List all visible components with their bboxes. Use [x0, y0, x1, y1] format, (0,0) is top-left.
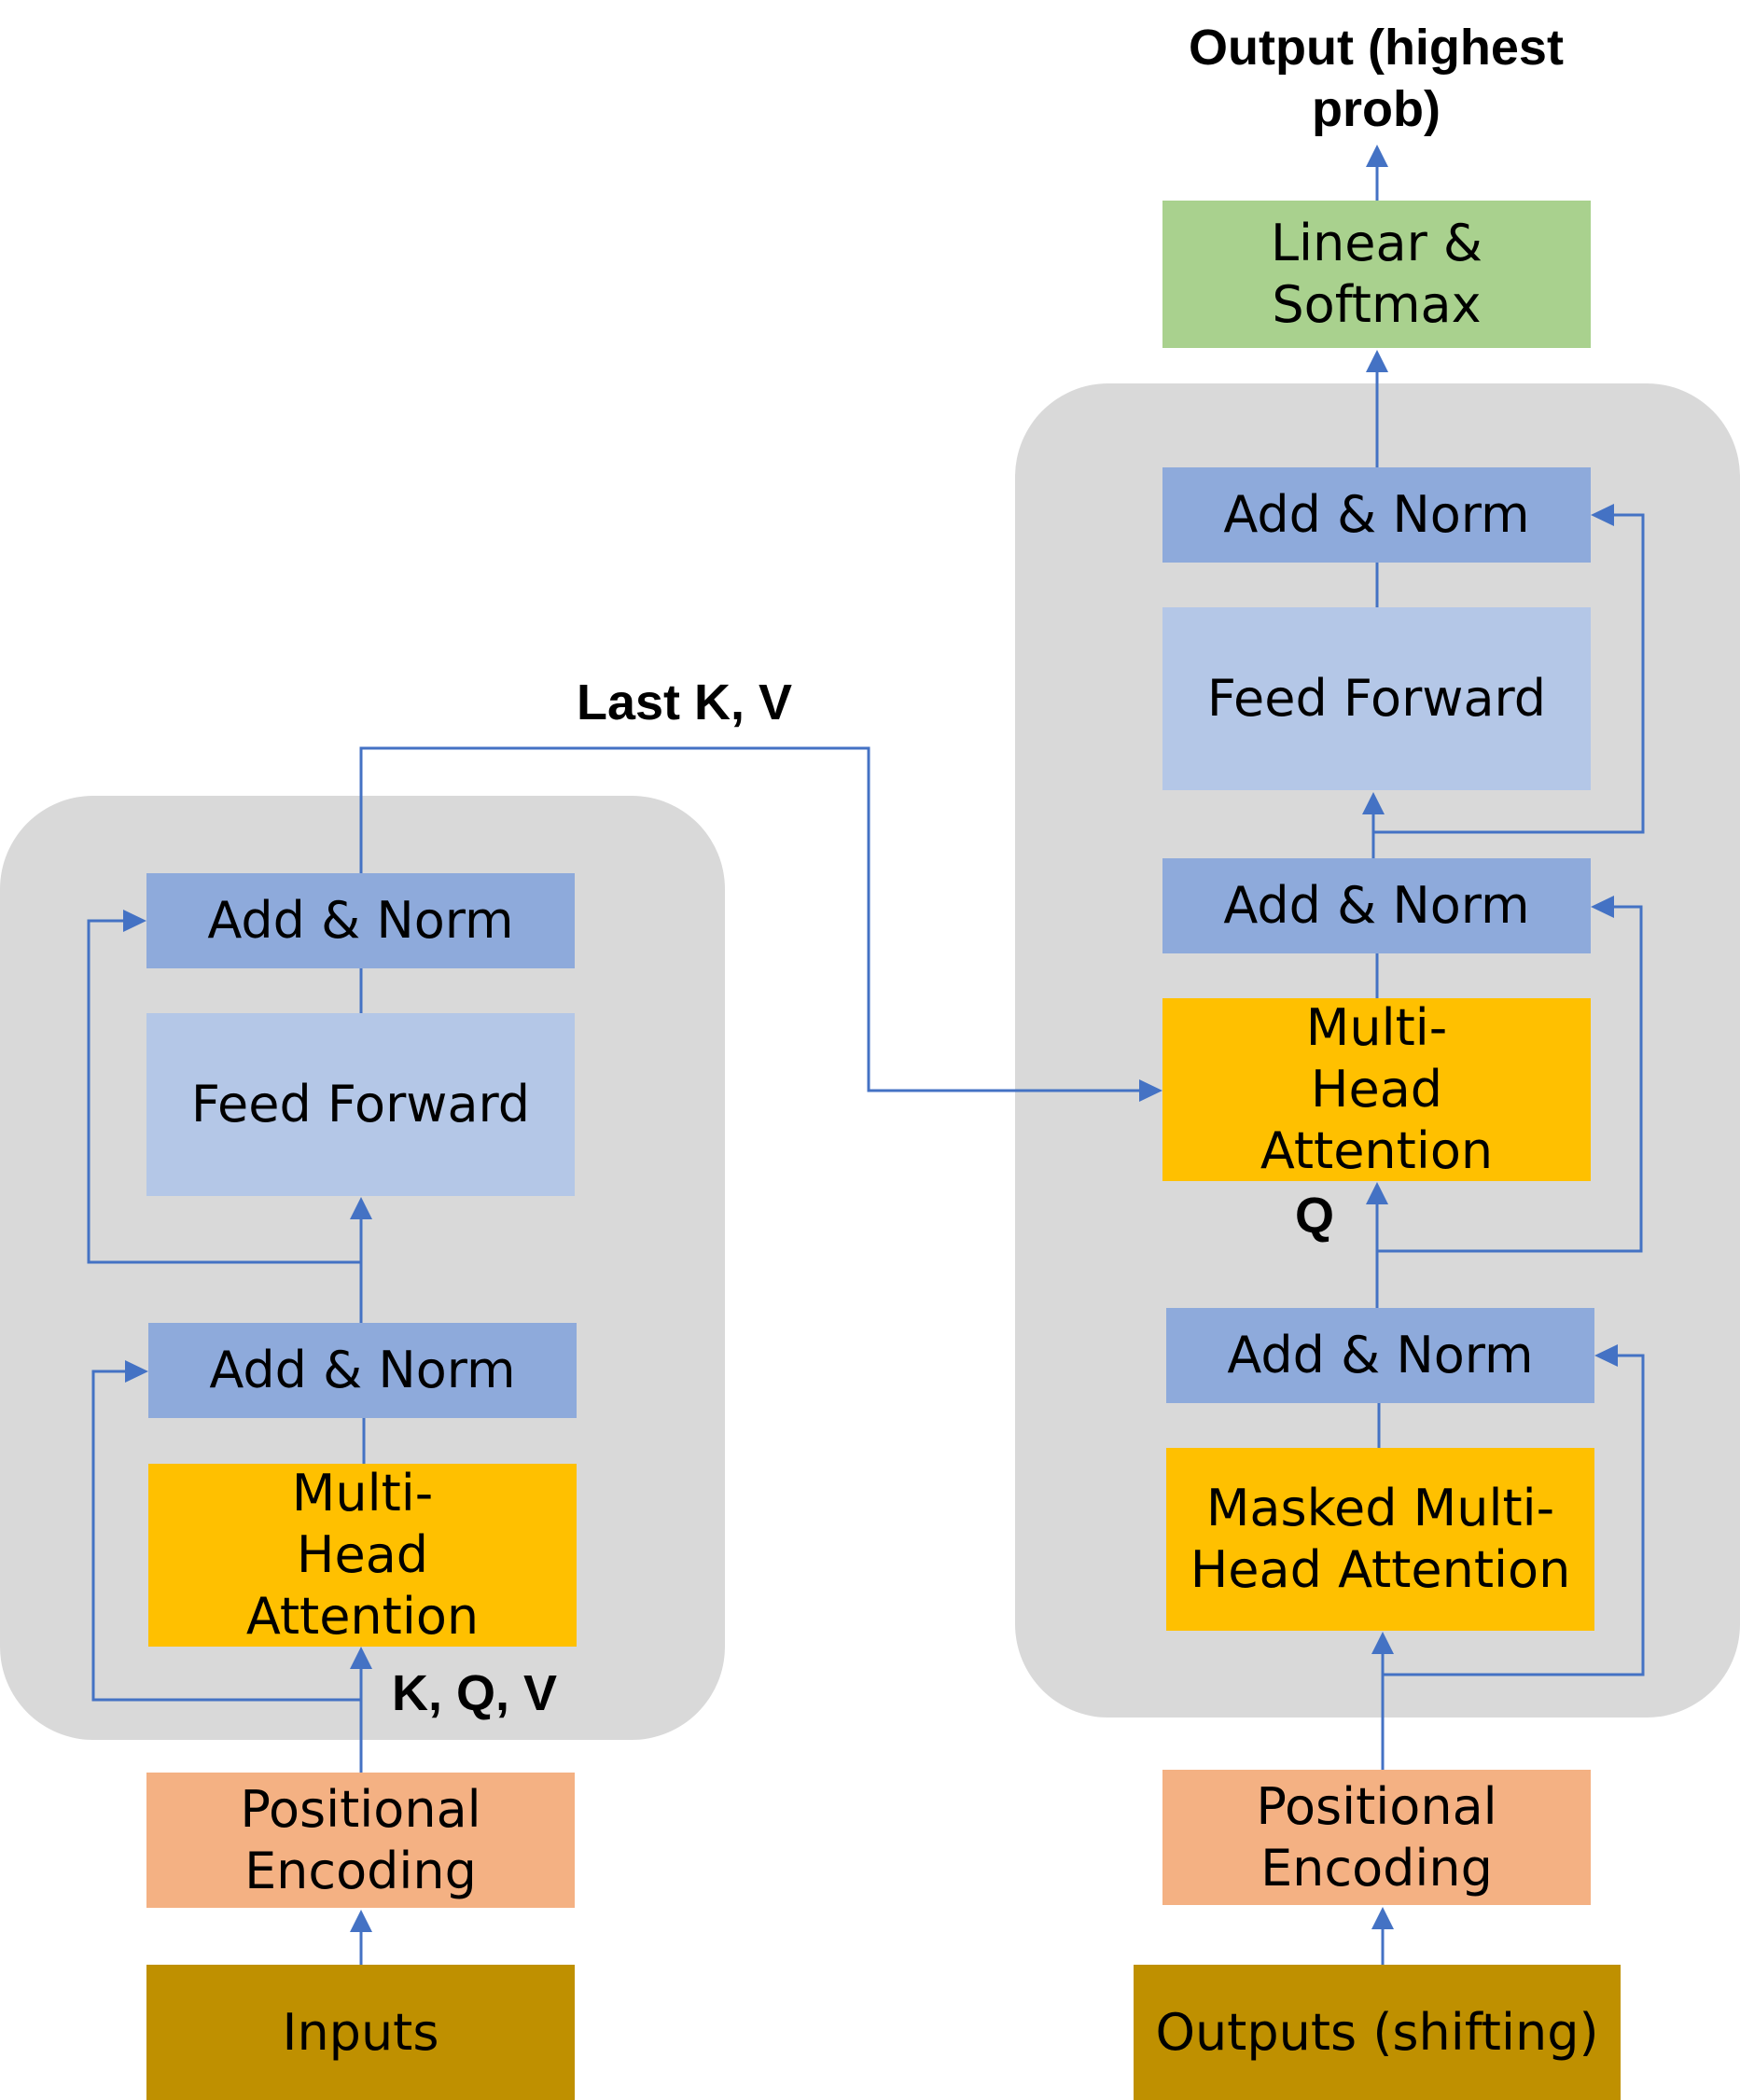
decoder-add-norm-3-box: Add & Norm: [1162, 467, 1591, 563]
encoder-feed-forward-box: Feed Forward: [146, 1013, 575, 1196]
last-kv-label: Last K, V: [577, 675, 793, 730]
decoder-outputs-box: Outputs (shifting): [1134, 1965, 1621, 2100]
arrowhead-up: [350, 1910, 372, 1932]
arrowhead-right: [123, 910, 146, 932]
decoder-residual-2: [1377, 905, 1643, 1253]
decoder-masked-attention-box: Masked Multi-Head Attention: [1166, 1448, 1594, 1631]
arrowhead-up: [1366, 1182, 1388, 1204]
arrowhead-right: [1139, 1079, 1162, 1102]
decoder-add-norm-2-box: Add & Norm: [1162, 858, 1591, 953]
decoder-feed-forward-box: Feed Forward: [1162, 607, 1591, 790]
arrowhead-up: [350, 1197, 372, 1219]
arrowhead-right: [125, 1360, 148, 1383]
encoder-inputs-box: Inputs: [146, 1965, 575, 2100]
encoder-multi-head-attention-box: Multi-Head Attention: [148, 1464, 577, 1647]
q-label: Q: [1295, 1188, 1335, 1244]
kqv-label: K, Q, V: [392, 1665, 558, 1721]
encoder-residual-2: [87, 919, 361, 1264]
arrowhead-left: [1591, 504, 1614, 526]
arrowhead-left: [1591, 896, 1614, 918]
encoder-positional-encoding-box: Positional Encoding: [146, 1773, 575, 1908]
linear-softmax-box: Linear & Softmax: [1162, 201, 1591, 348]
decoder-positional-encoding-box: Positional Encoding: [1162, 1770, 1591, 1905]
arrowhead-up: [350, 1647, 372, 1669]
arrowhead-up: [1371, 1632, 1394, 1654]
output-label: Output (highest prob): [1189, 20, 1564, 137]
arrowhead-left: [1594, 1344, 1618, 1367]
arrowhead-up: [1362, 792, 1385, 814]
arrowhead-up: [1366, 350, 1388, 372]
decoder-residual-3: [1373, 513, 1645, 834]
encoder-add-norm-2-box: Add & Norm: [146, 873, 575, 968]
decoder-multi-head-attention-box: Multi-Head Attention: [1162, 998, 1591, 1181]
arrowhead-up: [1366, 145, 1388, 167]
encoder-residual-1: [91, 1370, 361, 1702]
decoder-add-norm-1-box: Add & Norm: [1166, 1308, 1594, 1403]
encoder-add-norm-1-box: Add & Norm: [148, 1323, 577, 1418]
decoder-residual-1: [1383, 1354, 1645, 1676]
arrowhead-up: [1371, 1907, 1394, 1929]
encoder-to-decoder-kv-arrow: [359, 746, 1143, 1092]
